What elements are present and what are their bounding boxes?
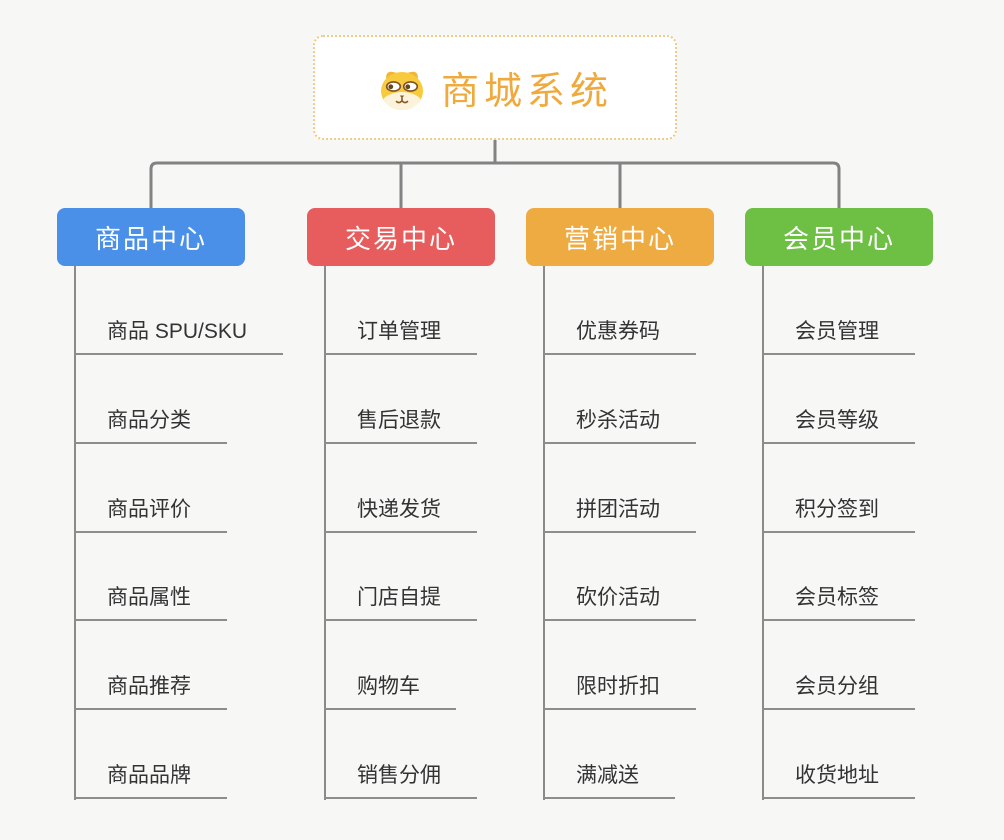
topic-item[interactable]: 销售分佣 xyxy=(324,763,477,799)
topic-item[interactable]: 订单管理 xyxy=(324,319,477,355)
branch-trunk-line xyxy=(324,266,326,800)
branch-node-trade-center[interactable]: 交易中心 xyxy=(307,208,495,266)
branch-column-member: 会员中心 会员管理 会员等级 积分签到 会员标签 会员分组 收货地址 xyxy=(745,208,1004,818)
branch-trunk-line xyxy=(543,266,545,800)
topic-item[interactable]: 快递发货 xyxy=(324,497,477,533)
topic-item[interactable]: 商品推荐 xyxy=(74,674,227,710)
topic-item[interactable]: 满减送 xyxy=(543,763,675,799)
topic-item[interactable]: 门店自提 xyxy=(324,585,477,621)
topic-item[interactable]: 商品分类 xyxy=(74,408,227,444)
topic-item[interactable]: 商品品牌 xyxy=(74,763,227,799)
topic-item[interactable]: 售后退款 xyxy=(324,408,477,444)
branch-column-marketing: 营销中心 优惠券码 秒杀活动 拼团活动 砍价活动 限时折扣 满减送 xyxy=(526,208,796,818)
branch-column-trade: 交易中心 订单管理 售后退款 快递发货 门店自提 购物车 销售分佣 xyxy=(307,208,577,818)
topic-item[interactable]: 购物车 xyxy=(324,674,456,710)
topic-item[interactable]: 会员标签 xyxy=(762,585,915,621)
branch-trunk-line xyxy=(762,266,764,800)
topic-item[interactable]: 会员等级 xyxy=(762,408,915,444)
branch-node-marketing-center[interactable]: 营销中心 xyxy=(526,208,714,266)
topic-item[interactable]: 会员管理 xyxy=(762,319,915,355)
root-title: 商城系统 xyxy=(440,71,613,113)
topic-item[interactable]: 商品 SPU/SKU xyxy=(74,319,284,355)
branch-column-product: 商品中心 商品 SPU/SKU 商品分类 商品评价 商品属性 商品推荐 商品品牌 xyxy=(57,208,327,818)
branch-node-member-center[interactable]: 会员中心 xyxy=(745,208,933,266)
branch-node-product-center[interactable]: 商品中心 xyxy=(57,208,245,266)
root-node-mall-system[interactable]: 商城系统 xyxy=(313,35,677,140)
topic-item[interactable]: 积分签到 xyxy=(762,497,915,533)
branch-trunk-line xyxy=(74,266,76,800)
topic-item[interactable]: 秒杀活动 xyxy=(543,408,696,444)
topic-item[interactable]: 优惠券码 xyxy=(543,319,696,355)
topic-item[interactable]: 收货地址 xyxy=(762,763,915,799)
topic-item[interactable]: 限时折扣 xyxy=(543,674,696,710)
topic-item[interactable]: 商品评价 xyxy=(74,497,227,533)
topic-item[interactable]: 拼团活动 xyxy=(543,497,696,533)
topic-item[interactable]: 商品属性 xyxy=(74,585,227,621)
topic-item[interactable]: 会员分组 xyxy=(762,674,915,710)
topic-item[interactable]: 砍价活动 xyxy=(543,585,696,621)
doge-icon xyxy=(380,71,423,110)
